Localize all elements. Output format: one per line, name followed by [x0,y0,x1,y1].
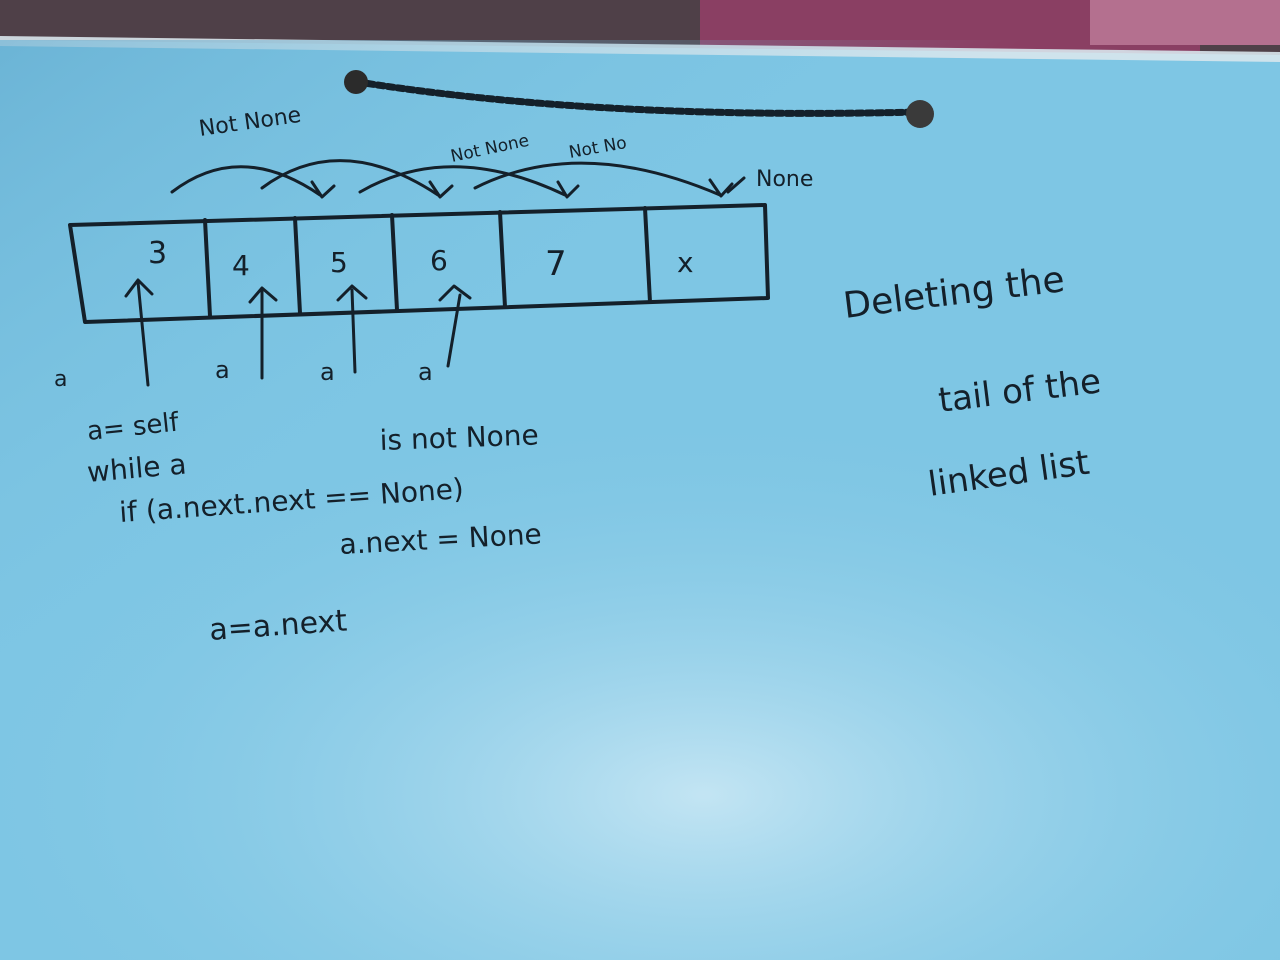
node-value-3: 5 [330,246,348,279]
node-value-4: 6 [430,244,448,277]
pointer-label-2: a [215,356,230,384]
pointer-label-1: a [54,367,67,392]
node-value-2: 4 [232,249,250,282]
arc-2 [260,159,440,197]
node-value-5: 7 [545,244,567,284]
pointer-arrows [124,278,472,387]
divider-3 [390,213,399,312]
node-value-6: x [677,246,694,279]
arc-3 [358,165,567,197]
tail-label: None [756,167,813,192]
code-line-2-end: is not None [379,418,539,457]
pointer-4 [438,284,472,368]
rope-knot-left [344,70,368,94]
arrowhead-4 [708,178,734,198]
arrowhead-2 [428,180,454,199]
list-outline [68,203,770,324]
arc-1 [170,165,322,197]
arc-4 [473,161,722,197]
hanging-rope-light [356,80,920,115]
background-cloth-light [1090,0,1280,45]
divider-5 [643,206,652,304]
pointer-label-3: a [320,358,335,386]
linked-list-diagram: 3 4 5 6 7 x [68,203,770,324]
divider-2 [293,216,302,315]
arrowhead-3 [556,180,580,199]
divider-4 [498,210,507,309]
divider-1 [203,218,212,318]
board-shade [0,40,1280,960]
pointer-2 [248,286,278,380]
pointer-label-4: a [418,358,433,386]
rope-knot-right [906,100,934,128]
node-value-1: 3 [148,236,167,271]
arrowhead-1 [310,180,336,199]
pointer-1 [124,278,154,387]
pointer-3 [336,284,368,374]
next-pointer-arcs [170,159,746,199]
tail-pointer-line [726,176,746,194]
